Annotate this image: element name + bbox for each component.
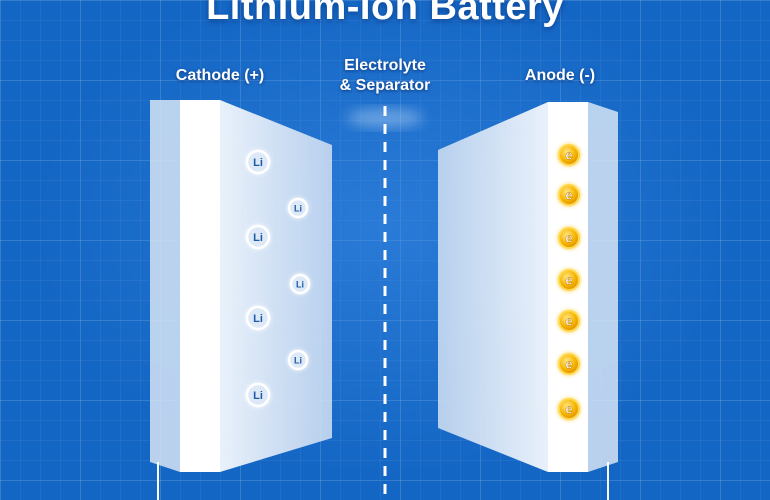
lithium-ion-circle [245,382,271,408]
electron-symbol: e [565,148,572,163]
electron: e [558,184,580,206]
lithium-ion-symbol: Li [296,280,304,290]
lithium-ion: Li [289,273,311,295]
lithium-ion-symbol: Li [253,157,263,169]
lithium-ion-circle [287,197,309,219]
electron: e [558,144,580,166]
lithium-ion: Li [245,224,271,250]
electron-symbol: e [565,357,572,372]
electron-circle [558,310,580,332]
lithium-ion-symbol: Li [253,390,263,402]
lithium-ion: Li [245,305,271,331]
anode-right-edge [588,102,618,472]
electron-circle [558,144,580,166]
lithium-ion-circle [245,224,271,250]
lithium-ion-circle [245,305,271,331]
lithium-ion-circle [287,349,309,371]
lithium-ion: Li [245,149,271,175]
electron: e [558,269,580,291]
lithium-ion: Li [245,382,271,408]
separator-glow [347,108,423,128]
cathode-face [180,100,220,472]
cathode-left-edge [150,100,180,472]
cathode-electrode [150,100,332,500]
electron-circle [558,398,580,420]
electron-circle [558,269,580,291]
anode-electrode [438,102,618,500]
lithium-ion-symbol: Li [294,356,302,366]
electrons: e e e e e e e [558,144,580,420]
diagram-title: Lithium-Ion Battery [206,0,564,28]
lithium-ion-circle [289,273,311,295]
electron-circle [558,184,580,206]
electron: e [558,227,580,249]
cathode-label: Cathode (+) [175,67,265,84]
lithium-ion-symbol: Li [253,232,263,244]
lithium-ion-symbol: Li [294,204,302,214]
lithium-ion-circle [245,149,271,175]
cathode-body [220,100,332,472]
electrolyte-label-line1: Electrolyte [344,57,426,74]
electron: e [558,353,580,375]
electron-symbol: e [565,231,572,246]
electron-circle [558,353,580,375]
electron: e [558,310,580,332]
electron-symbol: e [565,314,572,329]
anode-body [438,102,548,472]
lithium-ion: Li [287,349,309,371]
electron-circle [558,227,580,249]
electron-symbol: e [565,273,572,288]
lithium-ion-symbol: Li [253,313,263,325]
anode-label: Anode (-) [524,67,596,84]
electron-symbol: e [565,188,572,203]
electron: e [558,398,580,420]
electrolyte-separator-label: Electrolyte & Separator [300,56,470,96]
electron-symbol: e [565,402,572,417]
lithium-ion: Li [287,197,309,219]
electrolyte-label-line2: & Separator [339,77,431,94]
